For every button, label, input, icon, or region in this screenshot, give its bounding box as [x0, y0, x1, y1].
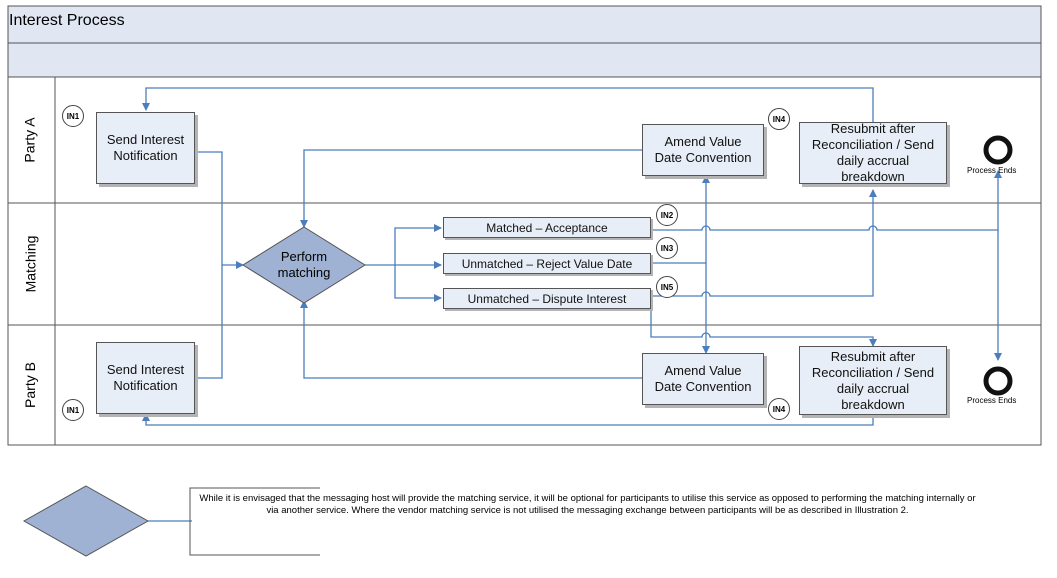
connector-perform-to-matched — [365, 224, 442, 266]
connector-send-a-to-perform — [195, 151, 244, 269]
badge-in1-a: IN1 — [62, 105, 84, 127]
unmatched-reject-value-date: Unmatched – Reject Value Date — [443, 253, 651, 274]
title-bar — [7, 5, 1042, 44]
subtitle-bar — [7, 42, 1042, 78]
badge-in4-b: IN4 — [768, 398, 790, 420]
process-ends-b: Process Ends — [967, 396, 1017, 405]
connector-resubmit-a-to-send-a — [142, 87, 874, 122]
perform-matching-label: Perform matching — [277, 249, 331, 280]
process-end-circle-b — [983, 366, 1013, 396]
unmatched-dispute-interest: Unmatched – Dispute Interest — [443, 288, 651, 309]
badge-in1-b: IN1 — [62, 399, 84, 421]
legend-diamond — [22, 485, 150, 557]
perform-matching-diamond — [242, 226, 366, 304]
connector-perform-to-dispute — [394, 265, 442, 302]
send-interest-notification-a: Send Interest Notification — [96, 112, 195, 184]
process-end-circle-a — [983, 135, 1013, 165]
connector-matched-to-end-a — [651, 170, 1002, 231]
matched-acceptance: Matched – Acceptance — [443, 217, 651, 238]
resubmit-b: Resubmit after Reconciliation / Send dai… — [799, 346, 947, 415]
resubmit-a: Resubmit after Reconciliation / Send dai… — [799, 121, 947, 184]
badge-in4-a: IN4 — [768, 108, 790, 130]
connector-dispute-to-resubmit-a — [651, 189, 877, 297]
badge-in3: IN3 — [656, 237, 678, 259]
connector-send-b-to-perform — [195, 265, 223, 379]
badge-in2: IN2 — [656, 204, 678, 226]
legend-bracket — [189, 487, 320, 556]
process-ends-a: Process Ends — [967, 166, 1017, 175]
badge-in5: IN5 — [656, 276, 678, 298]
connector-dispute-to-resubmit-b — [650, 296, 877, 347]
connector-resubmit-b-to-send-b — [142, 413, 874, 426]
process-title: Interest Process — [9, 12, 125, 29]
legend-note: While it is envisaged that the messaging… — [199, 493, 976, 516]
amend-value-date-a: Amend Value Date Convention — [642, 124, 764, 176]
amend-value-date-b: Amend Value Date Convention — [642, 353, 764, 405]
connector-amend-a-to-perform — [300, 149, 642, 228]
connector-amend-b-to-perform — [300, 300, 642, 379]
send-interest-notification-b: Send Interest Notification — [96, 342, 195, 414]
